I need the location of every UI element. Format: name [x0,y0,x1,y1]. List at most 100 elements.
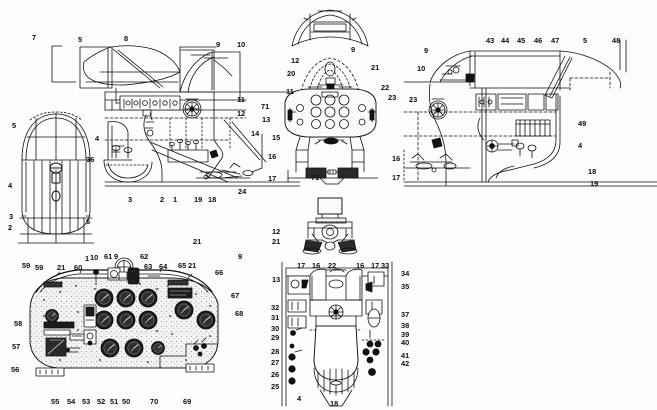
callout-19: 19 [590,179,599,188]
callout-16: 16 [268,152,277,161]
callout-69: 69 [183,397,192,406]
callout-59: 59 [35,263,44,272]
callout-2: 2 [8,223,13,232]
callout-12: 12 [272,227,281,236]
callout-51: 51 [110,397,119,406]
callout-62: 62 [140,252,149,261]
callout-46: 46 [534,36,543,45]
callout-67: 67 [231,291,240,300]
callout-16: 16 [392,154,401,163]
callout-13: 13 [262,115,271,124]
callout-49: 49 [578,119,587,128]
view-rudder-pedal-assembly [302,197,358,255]
callout-20: 20 [287,69,296,78]
callout-57: 57 [12,342,21,351]
callout-18: 18 [208,195,217,204]
callout-68: 68 [235,309,244,318]
callout-54: 54 [67,397,76,406]
callout-38: 38 [401,321,410,330]
callout-26: 26 [271,370,280,379]
callout-40: 40 [401,338,410,347]
callout-11: 11 [237,95,245,104]
callout-9: 9 [216,40,221,49]
view-cockpit-side-section-left [103,51,301,187]
callout-34: 34 [401,269,410,278]
view-instrument-panel-front [284,57,379,185]
callout-29: 29 [271,333,280,342]
callout-55: 55 [51,397,60,406]
callout-52: 52 [97,397,106,406]
callout-10: 10 [237,40,246,49]
callout-60: 60 [74,263,83,272]
callout-9: 9 [424,46,429,55]
callout-53: 53 [82,397,91,406]
callout-15: 15 [272,133,281,142]
callout-21: 21 [193,237,202,246]
callout-56: 56 [11,365,20,374]
callout-66: 66 [215,268,224,277]
callout-21: 21 [188,261,197,270]
callout-24: 24 [238,187,247,196]
view-cockpit-side-section-right [403,39,657,187]
callout-5: 5 [12,121,17,130]
callout-21: 21 [371,63,380,72]
callout-44: 44 [501,36,510,45]
callout-18: 18 [588,167,597,176]
callout-42: 42 [401,359,410,368]
callout-5: 5 [78,35,83,44]
callout-16: 16 [356,261,365,270]
callout-10: 10 [90,253,99,262]
callout-35: 35 [401,282,410,291]
callout-13: 13 [272,275,281,284]
callout-41: 41 [401,351,410,360]
callout-9: 9 [351,45,356,54]
callout-21: 21 [57,263,66,272]
callout-1: 1 [85,254,90,263]
callout-63: 63 [144,262,153,271]
callout-9: 9 [114,252,119,261]
callout-61: 61 [104,252,113,261]
callout-3: 3 [128,195,133,204]
view-canopy-frame-plan [291,9,369,47]
callout-9: 9 [238,252,243,261]
callout-6: 6 [86,217,91,226]
callout-19: 19 [194,195,203,204]
callout-4: 4 [8,181,13,190]
callout-58: 58 [14,319,23,328]
callout-10: 10 [417,64,426,73]
callout-70: 70 [150,397,159,406]
callout-5: 5 [583,36,588,45]
callout-23: 23 [388,93,397,102]
callout-18: 18 [330,399,339,408]
callout-17: 17 [268,174,277,183]
callout-23: 23 [409,95,418,104]
callout-43: 43 [486,36,495,45]
callout-28: 28 [271,347,280,356]
callout-12: 12 [237,109,246,118]
callout-27: 27 [271,358,280,367]
callout-47: 47 [551,36,560,45]
callout-14: 14 [251,129,260,138]
callout-8: 8 [124,34,129,43]
callout-64: 64 [159,262,168,271]
callout-25: 25 [271,382,280,391]
callout-21: 21 [272,237,281,246]
callout-33: 33 [381,261,390,270]
callout-59: 59 [22,261,31,270]
callout-12: 12 [291,56,300,65]
callout-17: 17 [392,173,401,182]
callout-17: 17 [371,261,380,270]
view-canopy-side-section [51,45,217,104]
callout-32: 32 [271,303,280,312]
callout-1: 1 [173,195,178,204]
callout-4: 4 [95,134,100,143]
callout-39: 39 [401,330,410,339]
callout-50: 50 [122,397,131,406]
view-canopy-front-section [17,111,95,244]
callout-45: 45 [517,36,526,45]
callout-16: 16 [312,261,321,270]
callout-7: 7 [32,33,37,42]
callout-17: 17 [297,261,306,270]
